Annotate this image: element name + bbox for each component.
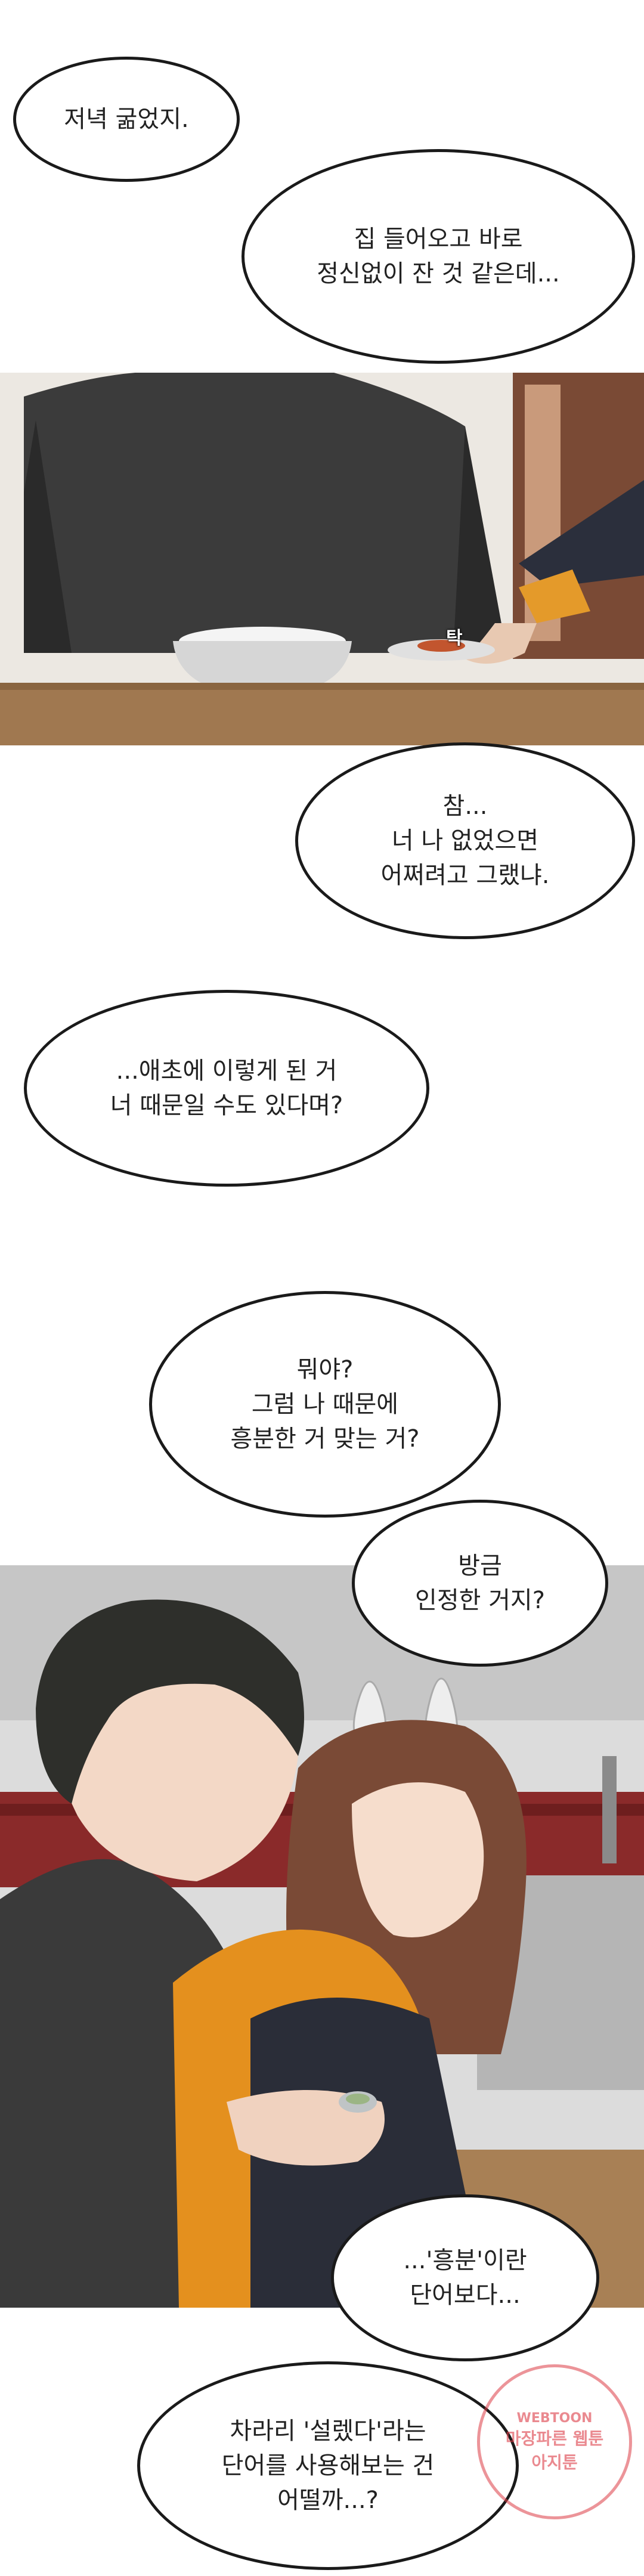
sound-effect-tap: 탁	[446, 628, 463, 649]
speech-bubble-4: ...애초에 이렇게 된 거 너 때문일 수도 있다며?	[24, 990, 429, 1187]
bubble-text-line: 뭐야?	[296, 1356, 354, 1383]
bubble-text-line: 단어를 사용해보는 건	[221, 2452, 435, 2479]
panel-kitchen-scene	[0, 1565, 644, 2308]
bubble-text-line: 그럼 나 때문에	[251, 1391, 399, 1418]
bubble-text-line: 집 들어오고 바로	[354, 225, 523, 253]
bubble-text-line: 정신없이 잔 것 같은데...	[317, 260, 560, 287]
watermark-stamp: WEBTOON 마장파른 웹툰 아지툰	[477, 2364, 632, 2519]
bubble-text-line: 어쩌려고 그랬냐.	[380, 862, 550, 889]
bubble-text-line: 단어보다...	[410, 2281, 521, 2309]
panel-dinner-table: 탁	[0, 373, 644, 745]
watermark-top: WEBTOON	[516, 2410, 593, 2426]
bubble-text-line: 차라리 '설렜다'라는	[230, 2417, 426, 2445]
bubble-text-line: ...'흥분'이란	[403, 2247, 527, 2274]
bubble-text-line: 방금	[458, 1552, 502, 1580]
speech-bubble-5: 뭐야? 그럼 나 때문에 흥분한 거 맞는 거?	[149, 1291, 501, 1518]
bubble-text-line: 너 때문일 수도 있다며?	[110, 1092, 343, 1119]
speech-bubble-6: 방금 인정한 거지?	[352, 1500, 608, 1667]
panel-dinner-illustration	[0, 373, 644, 745]
speech-bubble-1: 저녁 굶었지.	[13, 57, 240, 182]
bubble-text-line: 너 나 없었으면	[391, 827, 539, 854]
bubble-text-line: 어떨까...?	[277, 2487, 379, 2514]
watermark-main: 마장파른 웹툰	[505, 2428, 604, 2448]
speech-bubble-7: ...'흥분'이란 단어보다...	[331, 2194, 599, 2361]
panel-kitchen-illustration	[0, 1565, 644, 2308]
speech-bubble-8: 차라리 '설렜다'라는 단어를 사용해보는 건 어떨까...?	[137, 2361, 519, 2570]
bubble-text-line: 저녁 굶었지.	[64, 106, 189, 133]
bubble-text-line: 흥분한 거 맞는 거?	[230, 1425, 420, 1453]
bubble-text-line: 참...	[442, 792, 488, 820]
speech-bubble-3: 참... 너 나 없었으면 어쩌려고 그랬냐.	[295, 742, 635, 939]
speech-bubble-2: 집 들어오고 바로 정신없이 잔 것 같은데...	[242, 149, 635, 364]
bubble-text-line: ...애초에 이렇게 된 거	[116, 1057, 338, 1085]
bubble-text-line: 인정한 거지?	[415, 1587, 545, 1614]
watermark-sub: 아지툰	[531, 2452, 578, 2472]
